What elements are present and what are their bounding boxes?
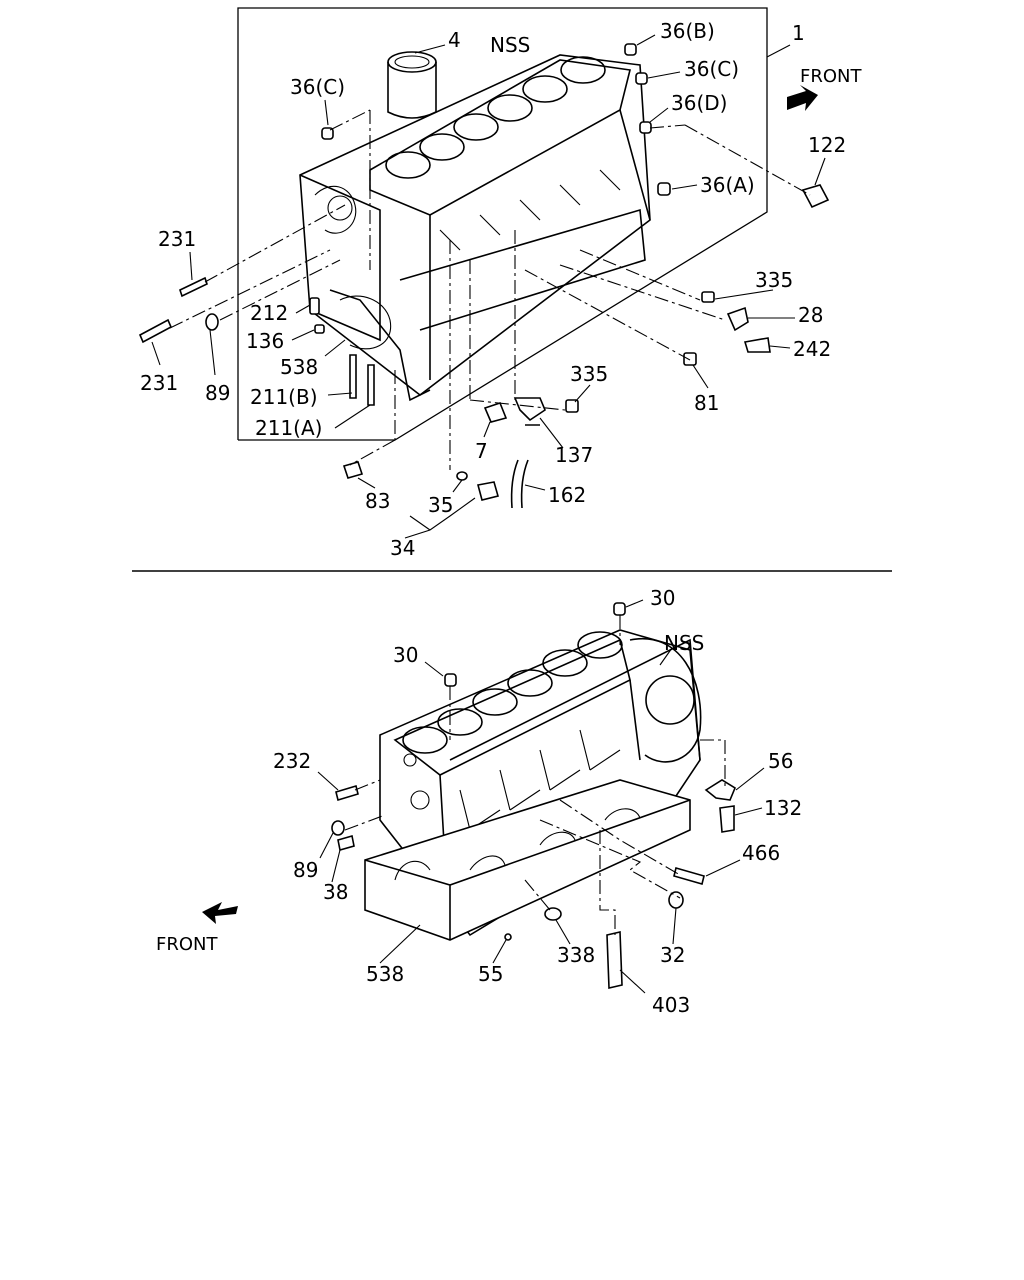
callout-538-upper: 538 [280,355,318,379]
cylinder-liner [387,51,437,119]
upper-leaders [151,34,826,539]
callout-89-upper: 89 [205,381,230,405]
upper-assembly: 1 4 NSS 36(B) 36(C) 36(C) 36(D) 36(A) FR… [138,7,862,560]
callout-36c-right: 36(C) [684,57,739,81]
callout-36b: 36(B) [660,19,715,43]
callout-36c-left: 36(C) [290,75,345,99]
callout-34: 34 [390,536,415,560]
upper-cylinder-block [299,54,651,402]
callout-28: 28 [798,303,823,327]
callout-56: 56 [768,749,793,773]
callout-136: 136 [246,329,284,353]
upper-callouts: 1 4 NSS 36(B) 36(C) 36(C) 36(D) 36(A) FR… [140,19,862,560]
front-label-lower: FRONT [156,934,218,955]
callout-4: 4 [448,28,461,52]
callout-7: 7 [475,439,488,463]
callout-81: 81 [694,391,719,415]
lower-assembly: 30 30 NSS 232 56 132 89 38 466 FRONT 538… [156,586,802,1017]
callout-nss-lower: NSS [664,631,704,655]
callout-132: 132 [764,796,802,820]
callout-36d: 36(D) [671,91,727,115]
callout-231-top: 231 [158,227,196,251]
callout-162: 162 [548,483,586,507]
callout-1: 1 [792,21,805,45]
callout-538-lower: 538 [366,962,404,986]
callout-137: 137 [555,443,593,467]
callout-231-bottom: 231 [140,371,178,395]
callout-211a: 211(A) [255,416,322,440]
lower-callouts: 30 30 NSS 232 56 132 89 38 466 FRONT 538… [156,586,802,1017]
callout-32: 32 [660,943,685,967]
upper-small-parts [138,43,830,509]
callout-335-right: 335 [755,268,793,292]
lower-small-parts [331,602,737,989]
callout-242: 242 [793,337,831,361]
callout-36a: 36(A) [700,173,755,197]
callout-403: 403 [652,993,690,1017]
callout-30-left: 30 [393,643,418,667]
callout-122: 122 [808,133,846,157]
callout-211b: 211(B) [250,385,318,409]
callout-83: 83 [365,489,390,513]
callout-89-lower: 89 [293,858,318,882]
callout-335-mid: 335 [570,362,608,386]
upper-front-arrow-icon [787,85,818,111]
callout-35: 35 [428,493,453,517]
callout-nss: NSS [490,33,530,57]
callout-30-top: 30 [650,586,675,610]
front-label-upper: FRONT [800,66,862,87]
lower-front-arrow-icon [202,902,238,924]
callout-38: 38 [323,880,348,904]
callout-338: 338 [557,943,595,967]
lower-crankcase [364,779,691,941]
lower-leaders [317,599,765,994]
callout-212: 212 [250,301,288,325]
callout-55: 55 [478,962,503,986]
callout-232: 232 [273,749,311,773]
callout-466: 466 [742,841,780,865]
